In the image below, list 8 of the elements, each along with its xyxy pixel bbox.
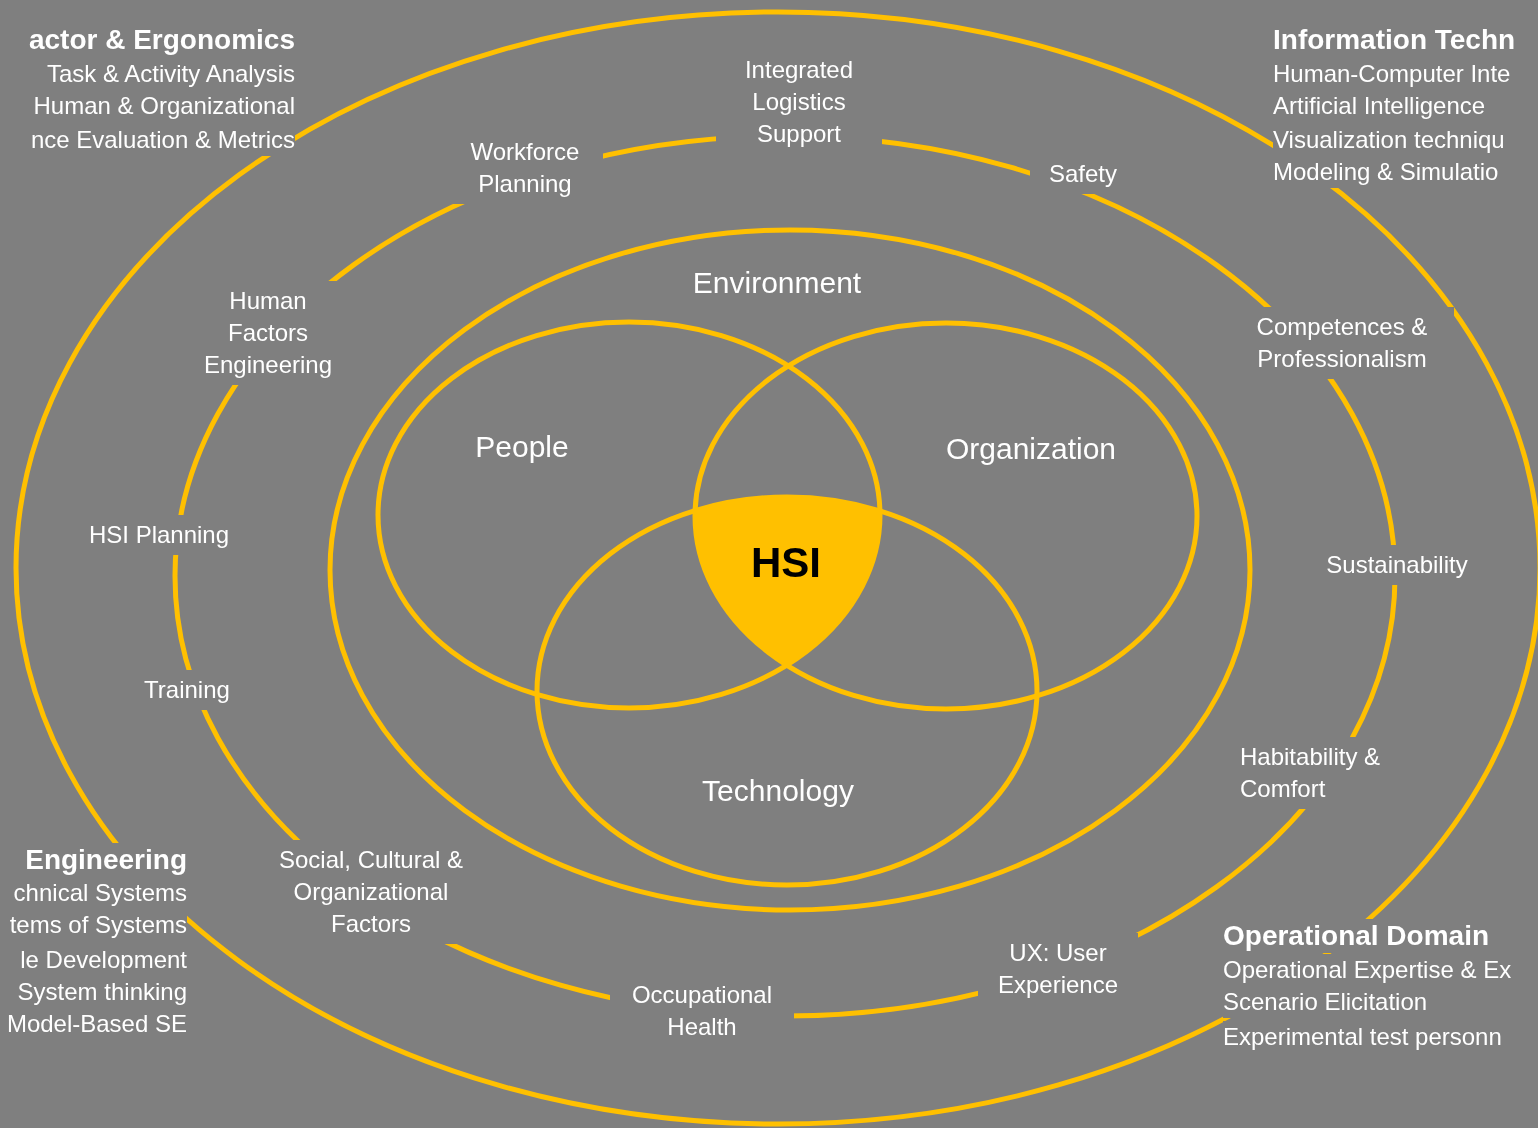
center-label: HSI — [751, 539, 821, 587]
region-label: People — [475, 430, 569, 464]
region-label: Environment — [692, 266, 862, 300]
region-label: Organization — [945, 432, 1117, 466]
ellipse-region — [378, 322, 880, 708]
ellipse-region — [695, 323, 1197, 709]
region-label: Technology — [702, 774, 854, 808]
ellipse-region — [537, 497, 1037, 885]
